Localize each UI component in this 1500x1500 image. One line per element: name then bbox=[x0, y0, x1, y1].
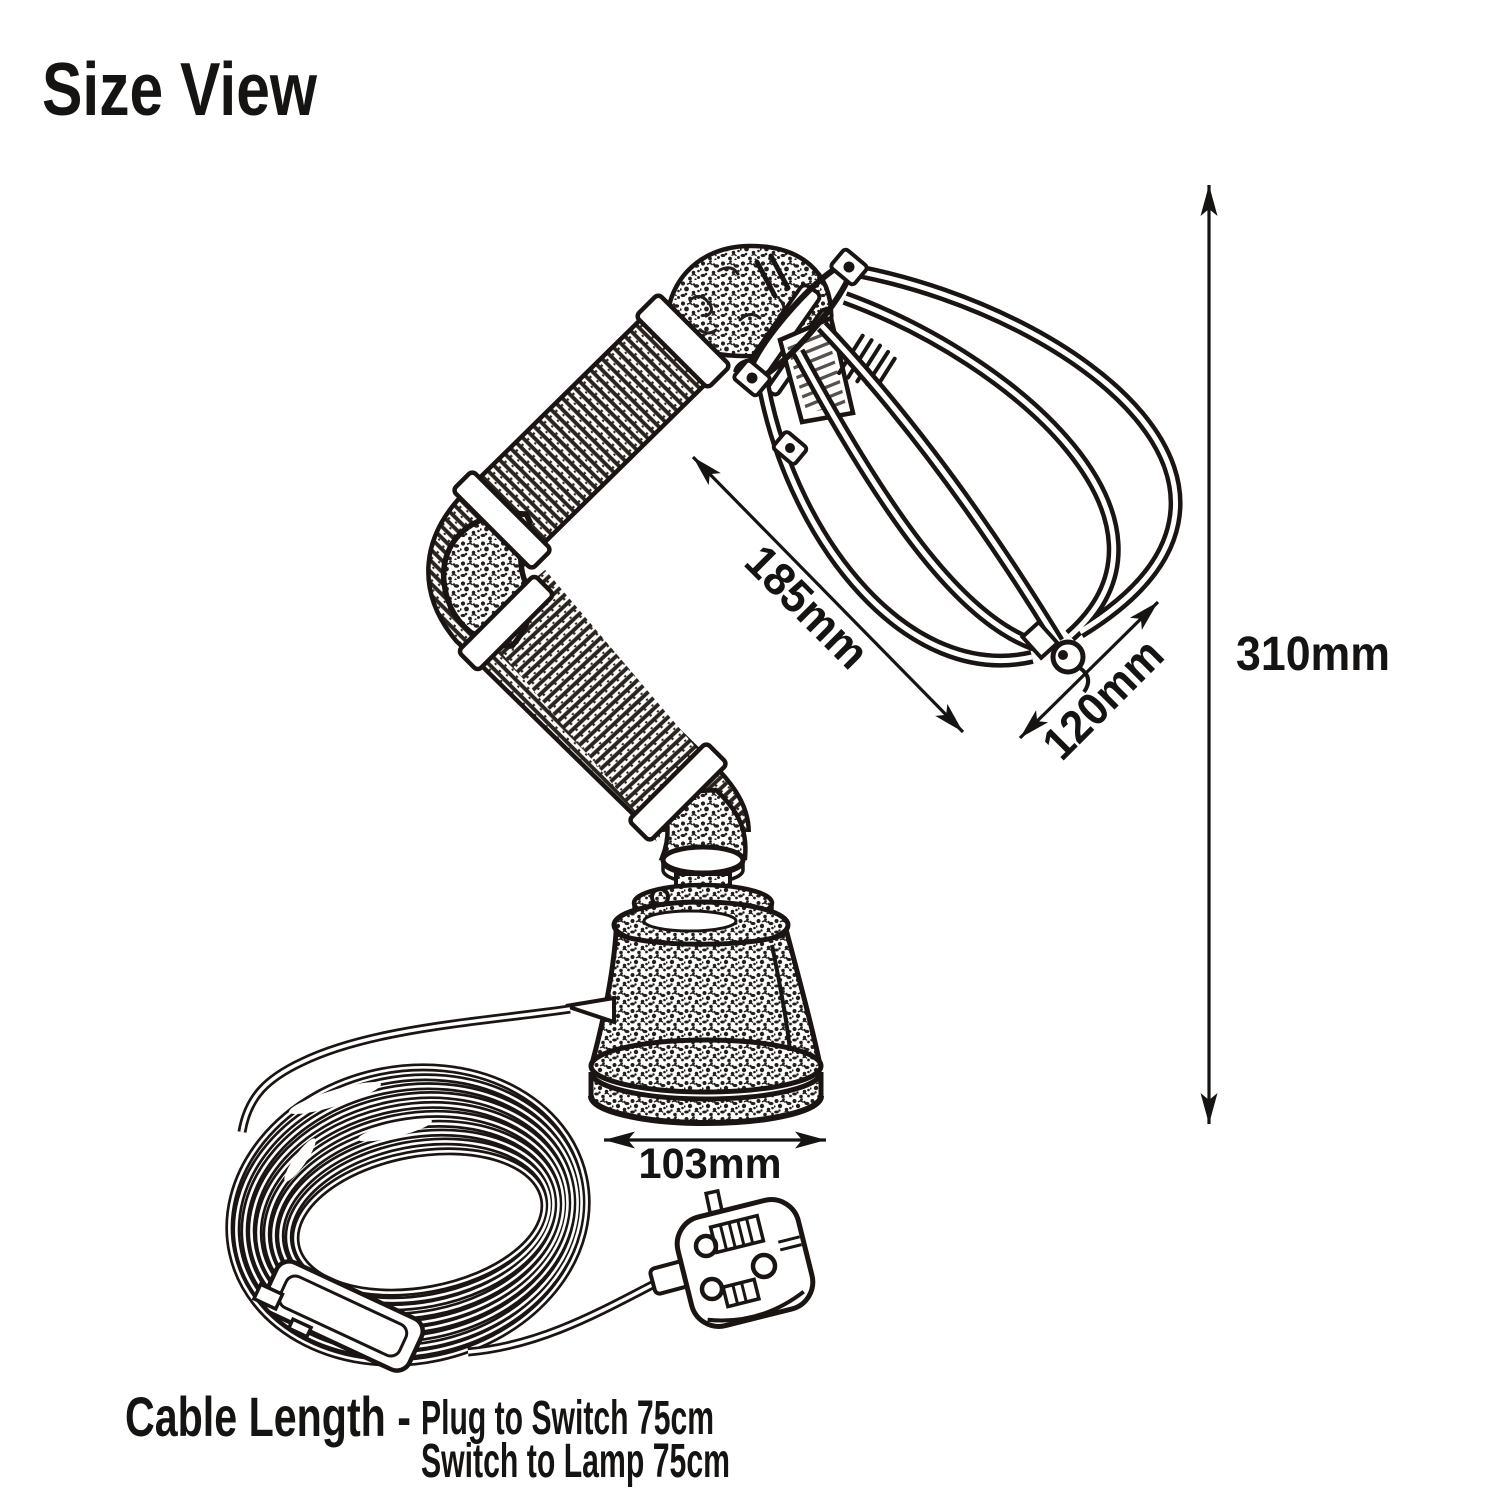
svg-text:Cable Length -: Cable Length - bbox=[125, 1385, 411, 1448]
svg-text:103mm: 103mm bbox=[639, 1140, 782, 1188]
svg-text:Plug to Switch 75cm: Plug to Switch 75cm bbox=[421, 1392, 714, 1445]
svg-text:Switch to Lamp 75cm: Switch to Lamp 75cm bbox=[421, 1435, 730, 1488]
svg-text:310mm: 310mm bbox=[1236, 628, 1390, 681]
svg-text:Size View: Size View bbox=[42, 47, 318, 131]
